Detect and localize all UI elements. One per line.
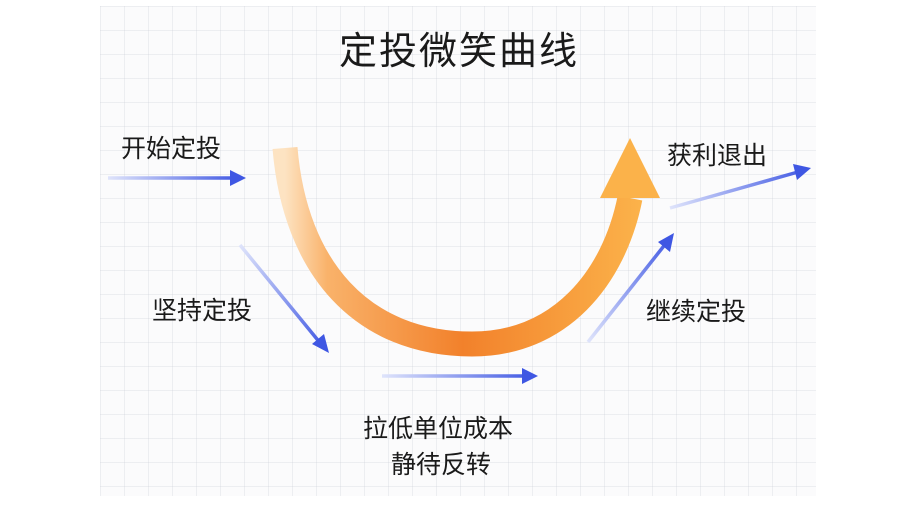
lower-cost-arrow [382, 368, 538, 384]
smile-curve-body [272, 146, 643, 357]
smile-curve-arrowhead [600, 138, 660, 198]
label-persist: 坚持定投 [152, 296, 253, 325]
smile-curve-arrow [272, 138, 660, 357]
label-await-reversal: 静待反转 [391, 450, 492, 479]
label-start: 开始定投 [121, 134, 222, 163]
start-arrow [108, 170, 246, 186]
label-exit: 获利退出 [667, 141, 768, 170]
label-lower-cost: 拉低单位成本 [363, 414, 514, 443]
continue-arrow [586, 233, 674, 344]
grid-background [100, 6, 816, 496]
label-continue: 继续定投 [646, 297, 747, 326]
persist-arrow [238, 243, 329, 353]
exit-arrow [669, 164, 811, 210]
diagram-title: 定投微笑曲线 [338, 29, 579, 73]
